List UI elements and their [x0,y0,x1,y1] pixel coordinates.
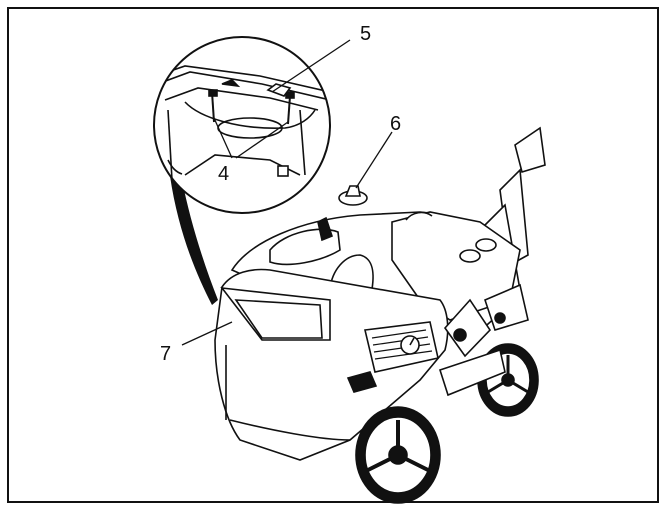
callout-6: 6 [390,113,401,135]
leader-4a [213,117,233,159]
callout-7: 7 [160,343,171,365]
callout-5: 5 [360,23,371,45]
snow-thrower-illustration [214,126,546,504]
leader-6 [355,131,393,189]
leader-5 [271,39,351,93]
leader-4b [235,121,289,159]
magnifier-inset [153,36,351,214]
callout-4: 4 [218,163,229,185]
magnifier-connector [170,176,218,305]
leader-7 [181,321,233,346]
